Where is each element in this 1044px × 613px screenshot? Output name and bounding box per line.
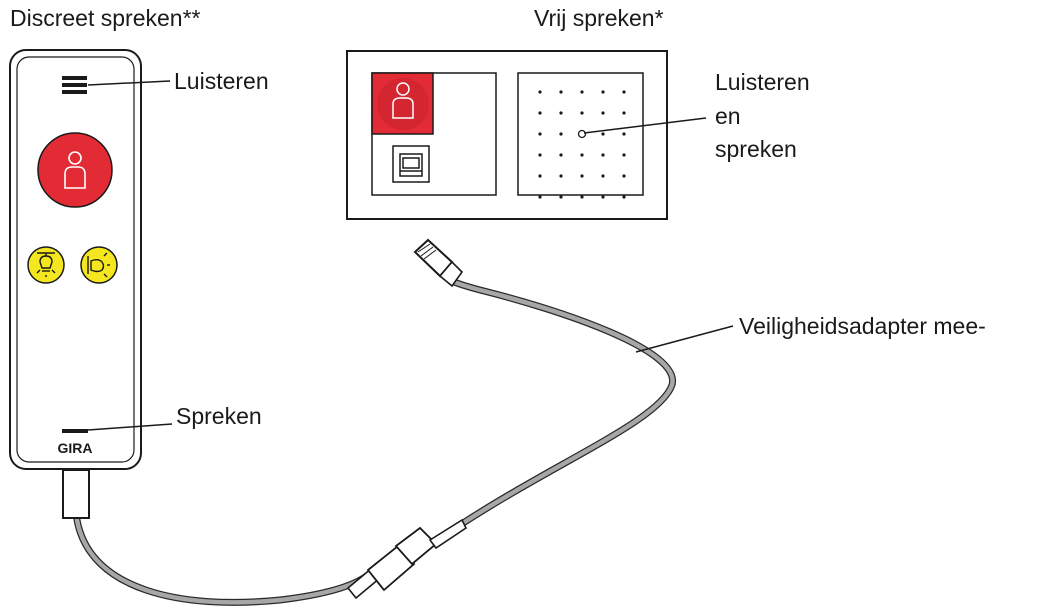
panel-call-button[interactable]: [371, 72, 434, 135]
speaker-dots: [538, 90, 626, 199]
speaker-dot: [559, 174, 563, 178]
network-socket-icon: [392, 145, 430, 183]
speak-leader-line: [87, 423, 173, 431]
light-bulb-side-icon: [87, 252, 110, 278]
speak-slot-icon: [62, 429, 88, 433]
light-button-1[interactable]: [27, 246, 65, 284]
panel-leader-line: [583, 117, 707, 134]
person-icon: [64, 151, 86, 189]
speaker-dot: [580, 111, 584, 115]
person-icon: [392, 82, 414, 119]
rj-plug-icon: [413, 238, 464, 288]
safety-adapter: [346, 518, 468, 600]
cable: [73, 238, 734, 606]
speak-label: Spreken: [176, 403, 262, 429]
light-button-2[interactable]: [80, 246, 118, 284]
speaker-dot: [538, 90, 542, 94]
speaker-dot: [601, 132, 605, 136]
panel-label-line2: en: [715, 103, 741, 129]
speaker-dot: [622, 195, 626, 199]
speaker-dot: [601, 111, 605, 115]
speaker-dot: [559, 132, 563, 136]
speaker-dot: [559, 153, 563, 157]
speaker-dot: [580, 90, 584, 94]
listen-leader-line: [87, 80, 171, 86]
call-button[interactable]: [37, 132, 113, 208]
speaker-dot: [538, 132, 542, 136]
light-bulb-icon: [36, 252, 56, 277]
speaker-dot: [622, 174, 626, 178]
speaker-dot: [559, 195, 563, 199]
speaker-dot: [601, 174, 605, 178]
listen-label: Luisteren: [174, 68, 269, 94]
speaker-dot: [601, 195, 605, 199]
handset-title: Discreet spreken**: [10, 5, 201, 31]
speaker-dot: [622, 153, 626, 157]
panel-label-line1: Luisteren: [715, 69, 810, 95]
speaker-dot: [559, 90, 563, 94]
speaker-dot: [580, 195, 584, 199]
speaker-dot: [580, 153, 584, 157]
speaker-dot: [622, 132, 626, 136]
handset: GIRA: [9, 49, 173, 519]
cable-label: Veiligheidsadapter mee-: [739, 313, 986, 339]
speaker-dot: [538, 111, 542, 115]
speaker-dot: [538, 174, 542, 178]
speaker-dot: [538, 195, 542, 199]
listen-grille-icon: [62, 76, 87, 94]
handset-cable-sleeve: [62, 469, 90, 519]
speaker-dot: [601, 153, 605, 157]
speaker-dot: [601, 90, 605, 94]
cable-leader-line: [635, 325, 734, 353]
wall-panel: [346, 50, 707, 220]
panel-title: Vrij spreken*: [534, 5, 664, 31]
microphone-icon: [577, 129, 587, 139]
speaker-dot: [580, 174, 584, 178]
speaker-dot: [622, 90, 626, 94]
brand-logo: GIRA: [58, 440, 93, 456]
panel-label-line3: spreken: [715, 136, 797, 162]
speaker-dot: [559, 111, 563, 115]
speaker-dot: [622, 111, 626, 115]
speaker-dot: [538, 153, 542, 157]
